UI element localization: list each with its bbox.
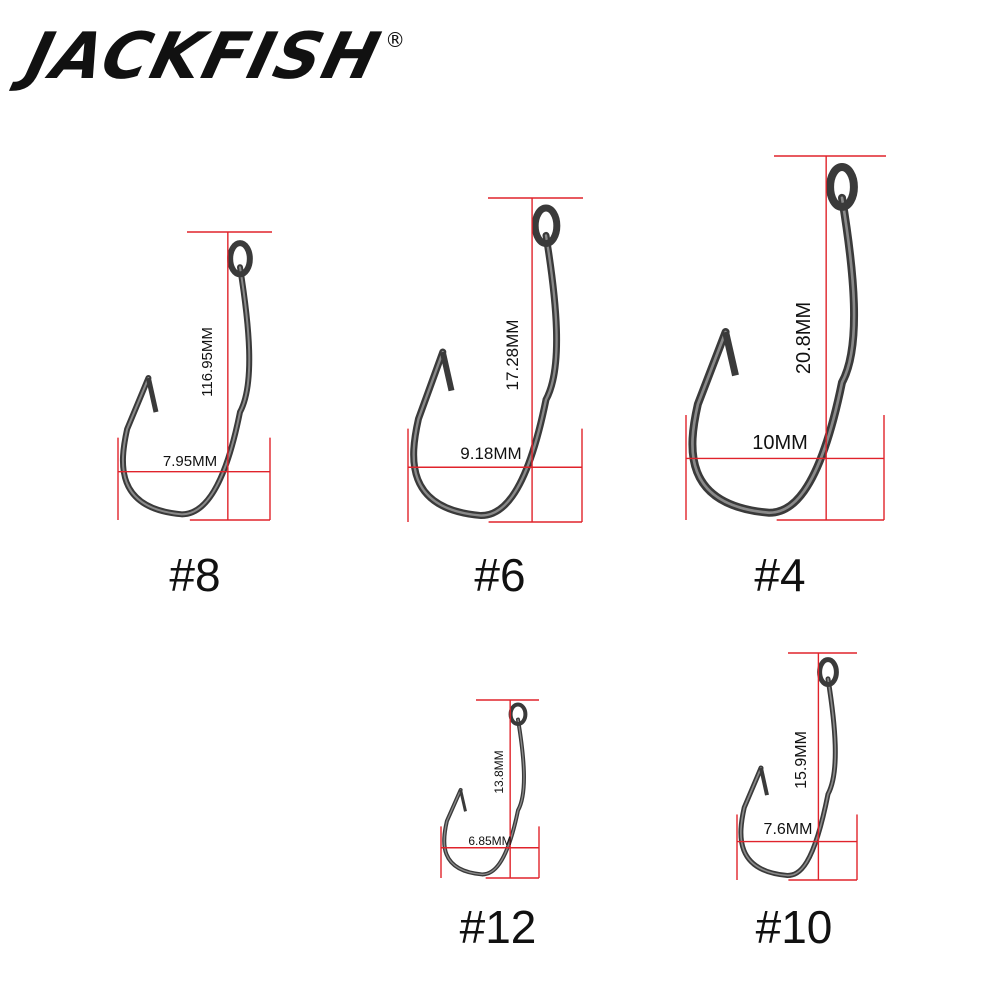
hook-3-gap-label: 6.85MM	[468, 834, 511, 848]
hook-0-gap-label: 7.95MM	[163, 453, 217, 470]
size-label-8: #8	[169, 549, 221, 601]
size-label-10: #10	[755, 901, 833, 953]
hook-3-barb	[459, 789, 467, 812]
hook-2-barb	[722, 331, 739, 377]
hook-4-eye	[817, 657, 839, 688]
hook-0-length-label: 116.95MM	[199, 327, 216, 397]
hook-4-gap-label: 7.6MM	[764, 821, 813, 838]
hook-1-highlight	[412, 234, 558, 517]
hook-1-barb	[439, 351, 455, 392]
hook-2-gap-label: 10MM	[752, 432, 808, 454]
hook-4-body	[738, 676, 838, 878]
hook-3-length-label: 13.8MM	[492, 750, 506, 793]
hook-0-barb	[145, 377, 159, 413]
hook-0-eye	[227, 240, 253, 278]
size-label-4: #4	[754, 549, 806, 601]
hook-2-length-label: 20.8MM	[793, 302, 815, 374]
hook-4-barb	[759, 767, 769, 796]
hook-0-highlight	[121, 266, 251, 516]
hook-3-highlight	[443, 718, 525, 876]
hook-1-gap-label: 9.18MM	[460, 444, 521, 463]
hook-3-body	[442, 717, 526, 877]
size-label-6: #6	[474, 549, 526, 601]
size-label-12: #12	[459, 901, 537, 953]
hook-2-eye	[826, 163, 858, 211]
hook-4-highlight	[740, 678, 837, 877]
hook-1-length-label: 17.28MM	[503, 320, 522, 391]
hook-2-highlight	[691, 196, 856, 515]
hook-0-body	[119, 264, 253, 518]
brand-logo: JACKFISH ®	[19, 20, 406, 94]
hook-4-length-label: 15.9MM	[793, 731, 810, 789]
registered-mark: ®	[385, 28, 406, 52]
hook-1-eye	[531, 204, 561, 247]
